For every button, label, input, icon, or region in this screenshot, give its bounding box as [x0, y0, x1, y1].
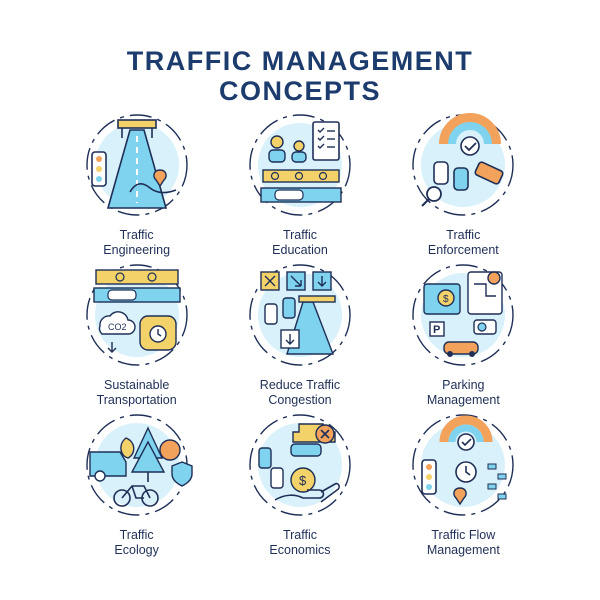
traffic-education-icon — [241, 108, 359, 226]
traffic-ecology-icon — [78, 408, 196, 526]
page-title: TRAFFIC MANAGEMENT CONCEPTS — [0, 46, 600, 106]
concept-label-line2: Management — [426, 393, 500, 407]
svg-text:$: $ — [299, 473, 307, 488]
concept-label-line2: Congestion — [268, 393, 332, 407]
concept-traffic-enforcement: Traffic Enforcement — [382, 108, 545, 258]
svg-text:CO2: CO2 — [108, 322, 127, 332]
concept-label-line1: Parking — [442, 378, 485, 392]
concept-label-line1: Traffic — [282, 228, 317, 242]
traffic-economics-icon: $ — [241, 408, 359, 526]
concept-traffic-engineering: Traffic Engineering — [55, 108, 218, 258]
concept-label-line2: Education — [272, 243, 328, 257]
traffic-flow-management-icon — [404, 408, 522, 526]
concept-sustainable-transportation: CO2 Sustainable Transportation — [55, 258, 218, 408]
concept-label: Traffic Engineering — [62, 228, 212, 258]
concept-parking-management: $ P Parking Management — [382, 258, 545, 408]
parking-management-icon: $ P — [404, 258, 522, 376]
concept-traffic-education: Traffic Education — [218, 108, 381, 258]
concept-label-line1: Traffic — [282, 528, 317, 542]
concept-label-line2: Economics — [269, 543, 331, 557]
concept-traffic-flow-management: Traffic Flow Management — [382, 408, 545, 558]
page-title-line1: TRAFFIC MANAGEMENT — [126, 46, 474, 76]
concept-label-line1: Traffic — [119, 528, 154, 542]
concept-label-line1: Reduce Traffic — [259, 378, 341, 392]
concept-label-line2: Management — [426, 543, 500, 557]
concept-label: Traffic Flow Management — [388, 528, 538, 558]
concept-label-line2: Ecology — [114, 543, 159, 557]
concepts-grid: Traffic Engineering — [55, 108, 545, 558]
concept-label-line1: Traffic Flow — [431, 528, 496, 542]
concept-traffic-economics: $ Traffic Economics — [218, 408, 381, 558]
traffic-engineering-icon — [78, 108, 196, 226]
concept-label: Traffic Economics — [225, 528, 375, 558]
concept-traffic-ecology: Traffic Ecology — [55, 408, 218, 558]
concept-label: Sustainable Transportation — [62, 378, 212, 408]
page-title-line2: CONCEPTS — [218, 76, 382, 106]
concept-label-line1: Traffic — [446, 228, 481, 242]
concept-label-line2: Transportation — [96, 393, 177, 407]
sustainable-transportation-icon: CO2 — [78, 258, 196, 376]
concept-label-line1: Sustainable — [103, 378, 170, 392]
concept-label-line2: Engineering — [103, 243, 171, 257]
concept-label: Traffic Ecology — [62, 528, 212, 558]
concept-label-line2: Enforcement — [427, 243, 499, 257]
concept-label: Traffic Enforcement — [388, 228, 538, 258]
traffic-enforcement-icon — [404, 108, 522, 226]
concept-label: Reduce Traffic Congestion — [225, 378, 375, 408]
concept-label: Traffic Education — [225, 228, 375, 258]
concept-reduce-traffic-congestion: Reduce Traffic Congestion — [218, 258, 381, 408]
svg-text:P: P — [433, 324, 440, 336]
svg-text:$: $ — [443, 294, 449, 305]
concept-label: Parking Management — [388, 378, 538, 408]
concept-label-line1: Traffic — [119, 228, 154, 242]
reduce-traffic-congestion-icon — [241, 258, 359, 376]
